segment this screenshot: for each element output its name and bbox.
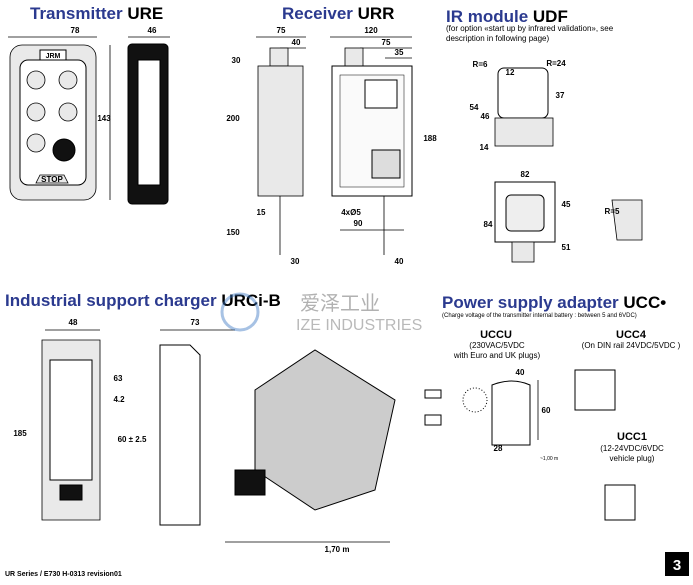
- transmitter-title: Transmitter URE: [30, 4, 163, 23]
- dim: ~1,00 m: [540, 456, 558, 462]
- dim: 90: [354, 219, 363, 228]
- watermark: 爱泽工业 IZE INDUSTRIES: [220, 291, 422, 334]
- power-title: Power supply adapter UCC•: [442, 293, 666, 312]
- dim: 4.2: [113, 395, 125, 404]
- footer-text: UR Series / E730 H-0313 revision01: [5, 571, 122, 578]
- dim: 200: [226, 114, 240, 123]
- dim: 14: [480, 143, 489, 152]
- dim: 84: [484, 220, 493, 229]
- ucc1-spec: vehicle plug): [610, 454, 655, 463]
- dim: 40: [292, 38, 301, 47]
- dim-depth: 46: [148, 26, 157, 35]
- dim: 54: [470, 103, 479, 112]
- dim: 60: [542, 406, 551, 415]
- dim: 1,70 m: [325, 545, 350, 554]
- dim: 4xØ5: [341, 208, 361, 217]
- transmitter-drawing: JRM STOP: [8, 36, 170, 205]
- dim: 35: [395, 48, 404, 57]
- uccu-name: UCCU: [480, 329, 512, 341]
- charger-drawing: [41, 329, 396, 543]
- receiver-drawing: [256, 36, 413, 255]
- watermark-en: IZE INDUSTRIES: [296, 317, 422, 334]
- ucc4-spec: (On DIN rail 24VDC/5VDC ): [582, 341, 681, 350]
- ir-note-2: description in following page): [446, 34, 550, 43]
- dim: 120: [364, 26, 378, 35]
- dim: 188: [423, 134, 437, 143]
- dim: 40: [516, 368, 525, 377]
- ir-module-title: IR module UDF: [446, 7, 568, 26]
- ucc1-name: UCC1: [617, 431, 647, 443]
- dim: 185: [13, 429, 27, 438]
- dim: 60 ± 2.5: [118, 435, 147, 444]
- receiver-title: Receiver URR: [282, 4, 394, 23]
- brand-logo-text: JRM: [46, 53, 61, 60]
- ir-note-1: (for option «start up by infrared valida…: [446, 24, 614, 33]
- dim: 75: [277, 26, 286, 35]
- watermark-cn: 爱泽工业: [300, 291, 380, 315]
- dim-width: 78: [71, 26, 80, 35]
- uccu-spec: (230VAC/5VDC: [469, 341, 525, 350]
- dim: R=6: [473, 60, 488, 69]
- dim: 73: [191, 318, 200, 327]
- uccu-spec: with Euro and UK plugs): [453, 351, 541, 360]
- dim: 63: [114, 374, 123, 383]
- dim: 46: [481, 112, 490, 121]
- dim: 82: [521, 170, 530, 179]
- dim: 30: [291, 257, 300, 266]
- dim: 28: [494, 444, 503, 453]
- dim: 15: [257, 208, 266, 217]
- dim: 150: [226, 228, 240, 237]
- dim: 45: [562, 200, 571, 209]
- dim: 51: [562, 243, 571, 252]
- charger-title: Industrial support charger URCi-B: [5, 291, 281, 310]
- dim: 37: [556, 91, 565, 100]
- page-number: 3: [673, 557, 681, 574]
- power-note: (Charge voltage of the transmitter inter…: [442, 313, 637, 319]
- ucc1-spec: (12-24VDC/6VDC: [600, 444, 664, 453]
- dim: 48: [69, 318, 78, 327]
- ucc4-name: UCC4: [616, 329, 647, 341]
- dim: 30: [232, 56, 241, 65]
- dim: 40: [395, 257, 404, 266]
- dim: R=24: [546, 59, 566, 68]
- dim: 12: [506, 68, 515, 77]
- dim: R=5: [605, 207, 620, 216]
- dim-height: 143: [97, 114, 111, 123]
- stop-label: STOP: [41, 175, 63, 184]
- dim: 75: [382, 38, 391, 47]
- power-drawings: [424, 369, 636, 521]
- ir-module-drawing: [494, 67, 643, 263]
- page-number-box: [665, 552, 689, 576]
